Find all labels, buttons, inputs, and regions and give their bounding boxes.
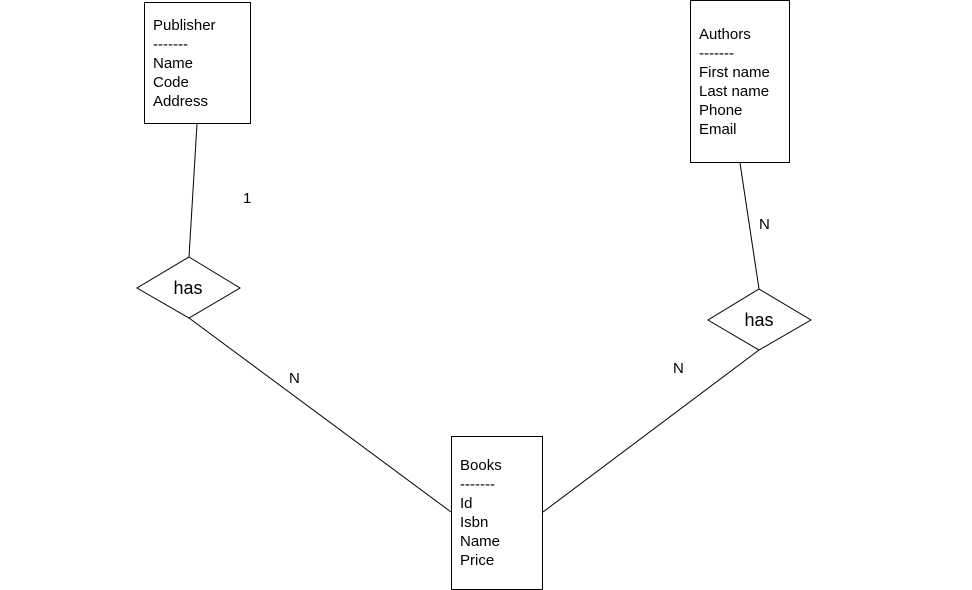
entity-attribute: Price (460, 552, 495, 569)
connector-authors-to-has-right (739, 162, 760, 290)
entity-attribute: Name (153, 55, 194, 72)
entity-authors[interactable]: Authors ------- First name Last name Pho… (690, 0, 790, 163)
entity-attribute: Email (699, 121, 737, 138)
entity-attribute: Isbn (460, 514, 489, 531)
connector-has-right-to-books (542, 349, 760, 513)
cardinality-books-right: N (673, 360, 684, 377)
entity-title: Publisher (153, 17, 216, 34)
connector-publisher-to-has-left (188, 123, 198, 258)
entity-title: Authors (699, 26, 751, 43)
cardinality-publisher: 1 (243, 190, 252, 207)
entity-attribute: Phone (699, 102, 743, 119)
entity-attribute: Last name (699, 83, 770, 100)
relationship-label-right: has (744, 310, 774, 330)
entity-attribute: First name (699, 64, 770, 81)
entity-separator: ------- (153, 36, 188, 53)
entity-attribute: Code (153, 74, 189, 91)
entity-attribute: Id (460, 495, 473, 512)
entity-publisher[interactable]: Publisher ------- Name Code Address (144, 2, 251, 124)
relationship-diamond-right[interactable] (707, 288, 812, 351)
entity-separator: ------- (460, 476, 495, 493)
entity-books[interactable]: Books ------- Id Isbn Name Price (451, 436, 543, 590)
relationship-label-left: has (173, 278, 203, 298)
connector-has-left-to-books (188, 317, 452, 513)
entity-title: Books (460, 457, 502, 474)
relationship-diamond-left[interactable] (136, 256, 241, 319)
cardinality-authors: N (759, 216, 770, 233)
entity-attribute: Address (153, 93, 209, 110)
entity-attribute: Name (460, 533, 501, 550)
cardinality-books-left: N (289, 370, 300, 387)
entity-separator: ------- (699, 45, 734, 62)
